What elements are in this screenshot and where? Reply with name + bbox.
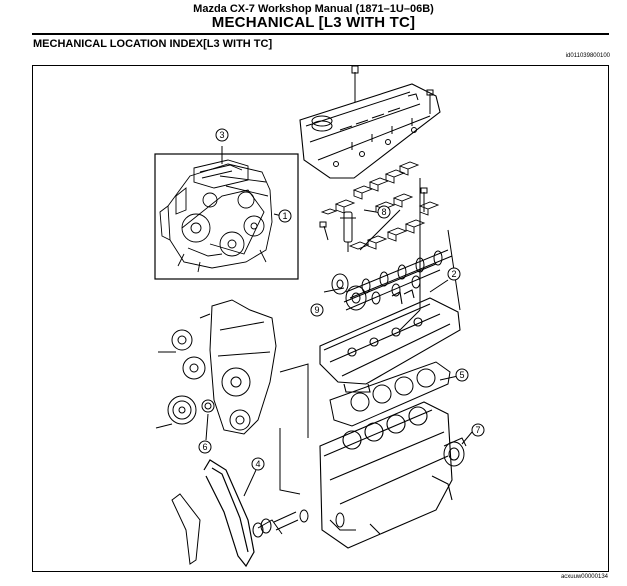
section-title: MECHANICAL [L3 WITH TC] xyxy=(211,14,416,31)
assembly-leader-4 xyxy=(279,363,309,438)
svg-text:6: 6 xyxy=(202,442,207,452)
callout-5-leader xyxy=(439,375,459,381)
variable-valve-timing-actuator xyxy=(331,273,367,311)
document-id: id011039800100 xyxy=(565,53,610,59)
callout-6: 6 xyxy=(198,440,212,454)
header-rule xyxy=(32,33,609,35)
svg-text:8: 8 xyxy=(381,207,386,217)
cylinder-head xyxy=(319,289,461,393)
assembly-leader-1 xyxy=(399,178,421,331)
svg-text:7: 7 xyxy=(475,425,480,435)
chain-guides xyxy=(171,493,283,565)
callouts: 1 2 3 4 5 6 7 8 xyxy=(198,128,485,471)
oil-control-valve xyxy=(340,211,356,252)
callout-9-leader xyxy=(323,287,345,293)
callout-1: 1 xyxy=(278,209,292,223)
crankshaft-sprocket xyxy=(252,509,345,538)
timing-chain-cover xyxy=(209,299,277,435)
callout-8-leader xyxy=(363,209,377,213)
front-bolts xyxy=(155,313,211,429)
page-heading: MECHANICAL LOCATION INDEX[L3 WITH TC] xyxy=(33,38,273,50)
callout-2: 2 xyxy=(447,267,461,281)
assembly-leader-5 xyxy=(279,428,301,495)
callout-2-leader xyxy=(429,279,449,293)
svg-text:4: 4 xyxy=(255,459,260,469)
callout-7-leader xyxy=(461,431,473,445)
timing-chain xyxy=(203,459,255,568)
svg-text:5: 5 xyxy=(459,370,464,380)
cylinder-block xyxy=(319,401,453,549)
tensioner-pulleys xyxy=(171,329,251,431)
callout-8: 8 xyxy=(377,205,391,219)
cover-bracket xyxy=(407,93,419,101)
illustration-frame xyxy=(32,65,609,572)
rear-oil-seal xyxy=(443,437,467,467)
figure-code: acxuuw00000134 xyxy=(560,574,608,580)
crankshaft-pulley xyxy=(167,395,197,425)
callout-5: 5 xyxy=(455,368,469,382)
callout-9: 9 xyxy=(310,303,324,317)
callout-4-leader xyxy=(243,469,257,497)
assembled-engine-inset xyxy=(154,153,299,280)
cap-bolts xyxy=(319,187,428,241)
svg-text:1: 1 xyxy=(282,211,287,221)
svg-text:9: 9 xyxy=(314,305,319,315)
assembled-engine-drawing xyxy=(159,159,273,273)
callout-6-leader xyxy=(205,413,209,441)
callout-3: 3 xyxy=(215,128,229,142)
manual-title: Mazda CX-7 Workshop Manual (1871–1U–06B) xyxy=(193,3,434,15)
svg-text:3: 3 xyxy=(219,130,224,140)
cylinder-head-cover xyxy=(299,83,441,179)
svg-text:2: 2 xyxy=(451,269,456,279)
assembly-leader-2 xyxy=(359,209,401,251)
front-oil-seal xyxy=(201,399,215,413)
camshaft-caps xyxy=(320,161,440,250)
callout-7: 7 xyxy=(471,423,485,437)
cylinder-head-gasket xyxy=(329,361,451,427)
callout-4: 4 xyxy=(251,457,265,471)
cover-bolt xyxy=(351,65,434,114)
